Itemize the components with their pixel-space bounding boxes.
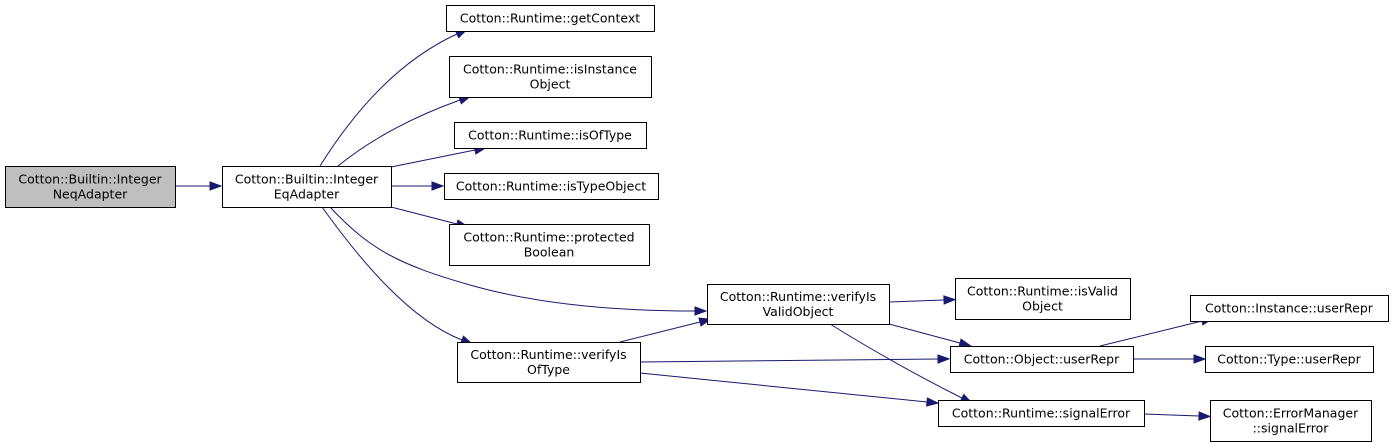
edge-signalError-to-errorManagerSignalError xyxy=(1143,413,1200,417)
node-label-line: Object xyxy=(1022,299,1063,314)
node-box xyxy=(222,166,392,208)
node-label-line: Cotton::ErrorManager xyxy=(1223,406,1359,421)
call-nodes: Cotton::Builtin::IntegerNeqAdapterCotton… xyxy=(5,5,1389,442)
edge-verifyIsOfType-to-objectUserRepr xyxy=(639,358,939,363)
edge-neq-to-eq-arrowhead xyxy=(209,181,223,191)
edge-eq-to-isTypeObject-arrowhead xyxy=(431,181,445,191)
node-box xyxy=(454,122,647,149)
node-box xyxy=(938,400,1145,427)
edge-verifyIsValidObject-to-objectUserRepr xyxy=(888,323,961,344)
node-label-line: Cotton::Runtime::isInstance xyxy=(463,62,637,77)
node-label-line: Cotton::Builtin::Integer xyxy=(235,172,379,187)
node-box xyxy=(1210,400,1372,442)
edge-eq-to-verifyIsValidObject xyxy=(329,206,696,312)
node-label-line: OfType xyxy=(527,362,570,377)
node-label-line: Cotton::Runtime::signalError xyxy=(952,406,1131,421)
edge-eq-to-protectedBoolean xyxy=(390,206,458,225)
node-label-line: Boolean xyxy=(524,245,575,260)
node-label-line: Cotton::Runtime::protected xyxy=(463,230,634,245)
node-box xyxy=(444,173,659,200)
node-instanceUserRepr[interactable]: Cotton::Instance::userRepr xyxy=(1190,295,1389,322)
node-objectUserRepr[interactable]: Cotton::Object::userRepr xyxy=(950,346,1134,373)
node-label-line: Cotton::Runtime::isTypeObject xyxy=(456,179,646,194)
node-box xyxy=(449,224,650,266)
node-box xyxy=(1205,346,1374,373)
edge-verifyIsValidObject-to-objectUserRepr-arrowhead xyxy=(958,338,973,348)
node-label-line: EqAdapter xyxy=(274,187,340,202)
node-label-line: Cotton::Runtime::isOfType xyxy=(468,128,632,143)
node-label-line: NeqAdapter xyxy=(53,187,128,202)
edge-objectUserRepr-to-instanceUserRepr xyxy=(1099,320,1203,347)
edge-eq-to-isInstanceObject xyxy=(337,99,461,167)
node-label-line: Object xyxy=(530,77,571,92)
node-label-line: Cotton::Instance::userRepr xyxy=(1205,301,1374,316)
node-isOfType[interactable]: Cotton::Runtime::isOfType xyxy=(454,122,647,149)
edge-verifyIsOfType-to-objectUserRepr-arrowhead xyxy=(937,354,951,364)
node-errorManagerSignalError[interactable]: Cotton::ErrorManager::signalError xyxy=(1210,400,1372,442)
node-box xyxy=(950,346,1134,373)
edge-eq-to-getContext xyxy=(319,33,458,167)
node-getContext[interactable]: Cotton::Runtime::getContext xyxy=(446,5,655,32)
edge-verifyIsValidObject-to-isValidObject-arrowhead xyxy=(943,295,957,305)
node-box xyxy=(5,166,176,208)
node-box xyxy=(955,278,1131,320)
node-label-line: Cotton::Runtime::verifyIs xyxy=(470,347,626,362)
node-isTypeObject[interactable]: Cotton::Runtime::isTypeObject xyxy=(444,173,659,200)
node-label-line: ::signalError xyxy=(1253,421,1330,436)
node-label-line: Cotton::Object::userRepr xyxy=(964,352,1120,367)
edge-eq-to-verifyIsValidObject-arrowhead xyxy=(694,306,708,316)
edge-verifyIsOfType-to-signalError xyxy=(639,372,928,403)
node-label-line: Cotton::Runtime::verifyIs xyxy=(720,289,876,304)
node-box xyxy=(1190,295,1389,322)
node-box xyxy=(449,56,652,98)
edge-eq-to-verifyIsOfType xyxy=(321,206,463,341)
edge-objectUserRepr-to-typeUserRepr-arrowhead xyxy=(1193,354,1207,364)
node-label-line: Cotton::Runtime::getContext xyxy=(460,11,640,26)
node-box xyxy=(446,5,655,32)
edge-eq-to-isOfType xyxy=(390,149,476,168)
edge-verifyIsValidObject-to-signalError xyxy=(829,323,963,399)
node-label-line: ValidObject xyxy=(763,304,834,319)
edge-signalError-to-errorManagerSignalError-arrowhead xyxy=(1198,411,1212,421)
edge-verifyIsOfType-to-verifyIsValidObject xyxy=(619,321,701,343)
node-label-line: Cotton::Type::userRepr xyxy=(1217,352,1361,367)
node-label-line: Cotton::Runtime::isValid xyxy=(967,284,1118,299)
node-signalError[interactable]: Cotton::Runtime::signalError xyxy=(938,400,1145,427)
node-label-line: Cotton::Builtin::Integer xyxy=(18,172,162,187)
node-typeUserRepr[interactable]: Cotton::Type::userRepr xyxy=(1205,346,1374,373)
node-box xyxy=(457,342,641,383)
edge-verifyIsValidObject-to-isValidObject xyxy=(888,299,945,303)
node-box xyxy=(707,284,890,325)
edge-verifyIsOfType-to-signalError-arrowhead xyxy=(926,397,940,407)
